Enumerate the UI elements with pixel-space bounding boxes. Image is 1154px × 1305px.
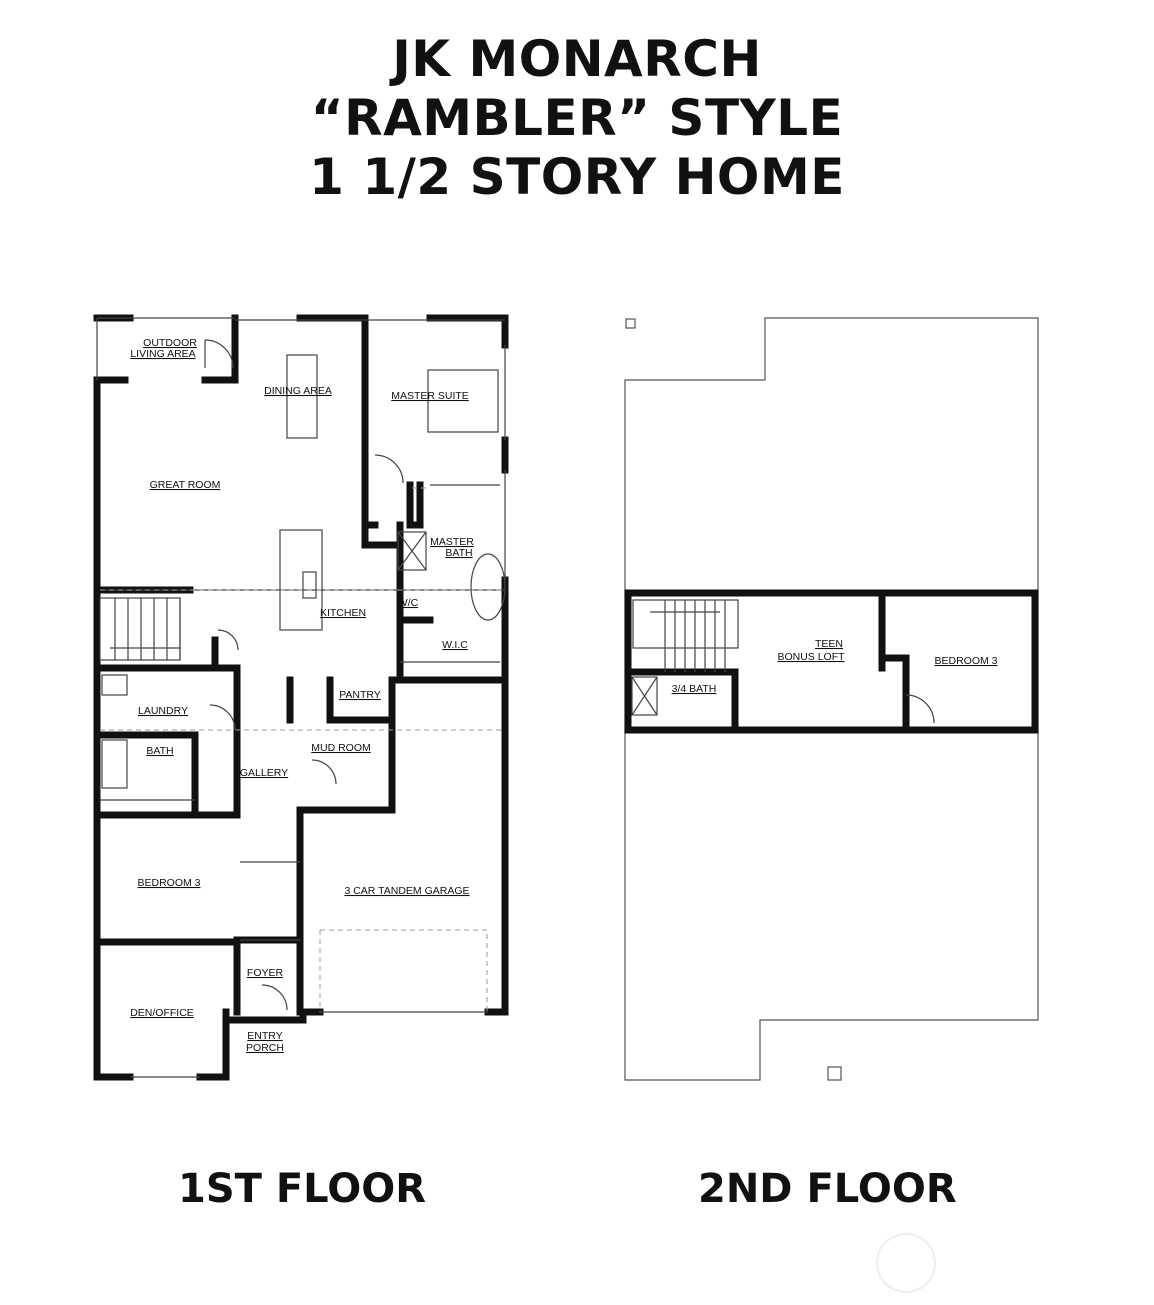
- dining-table: [286, 354, 318, 439]
- kitchen-island: [279, 529, 323, 631]
- room-label: OUTDOOR: [143, 337, 197, 349]
- room-label: W.I.C: [442, 639, 468, 651]
- room-label: GREAT ROOM: [150, 479, 221, 491]
- room-label: GALLERY: [240, 767, 288, 779]
- first-floor-plan: OUTDOOR LIVING AREA DINING AREA MASTER S…: [93, 314, 509, 1081]
- room-label: MASTER: [430, 536, 474, 548]
- bed: [427, 369, 499, 433]
- room-label: LIVING AREA: [130, 348, 195, 360]
- bathtub: [470, 553, 506, 621]
- room-label: TEEN: [815, 638, 843, 650]
- room-label: PORCH: [246, 1042, 284, 1054]
- title-line-3: 1 1/2 STORY HOME: [309, 148, 845, 206]
- loft-walls: [624, 589, 1039, 734]
- room-label: W/C: [398, 597, 419, 609]
- roof-outline: [624, 317, 1039, 1081]
- room-label: DEN/OFFICE: [130, 1007, 194, 1019]
- room-label: 3/4 BATH: [672, 683, 717, 695]
- first-floor-label: 1ST FLOOR: [178, 1166, 427, 1212]
- room-label: MASTER SUITE: [391, 390, 469, 402]
- second-floor-label: 2ND FLOOR: [698, 1166, 957, 1212]
- room-label: BEDROOM 3: [934, 655, 997, 667]
- room-label: MUD ROOM: [311, 742, 371, 754]
- stairs: [99, 597, 181, 661]
- room-label: BEDROOM 3: [137, 877, 200, 889]
- title-line-1: JK MONARCH: [392, 30, 762, 88]
- second-floor-plan: TEEN BONUS LOFT BEDROOM 3 3/4 BATH: [624, 317, 1039, 1081]
- room-label: LAUNDRY: [138, 705, 188, 717]
- room-label: FOYER: [247, 967, 284, 979]
- room-label: BATH: [445, 547, 472, 559]
- room-label: KITCHEN: [320, 607, 366, 619]
- room-label: BATH: [146, 745, 173, 757]
- room-label: PANTRY: [339, 689, 381, 701]
- watermark-logo: [876, 1233, 936, 1293]
- title-line-2: “RAMBLER” STYLE: [310, 89, 844, 147]
- page-title: JK MONARCH “RAMBLER” STYLE 1 1/2 STORY H…: [0, 30, 1154, 207]
- room-label: 3 CAR TANDEM GARAGE: [344, 885, 469, 897]
- bath-tub: [101, 739, 128, 789]
- room-label: DINING AREA: [264, 385, 332, 397]
- room-label: ENTRY: [247, 1030, 282, 1042]
- shower: [397, 531, 427, 571]
- room-label: BONUS LOFT: [777, 651, 845, 663]
